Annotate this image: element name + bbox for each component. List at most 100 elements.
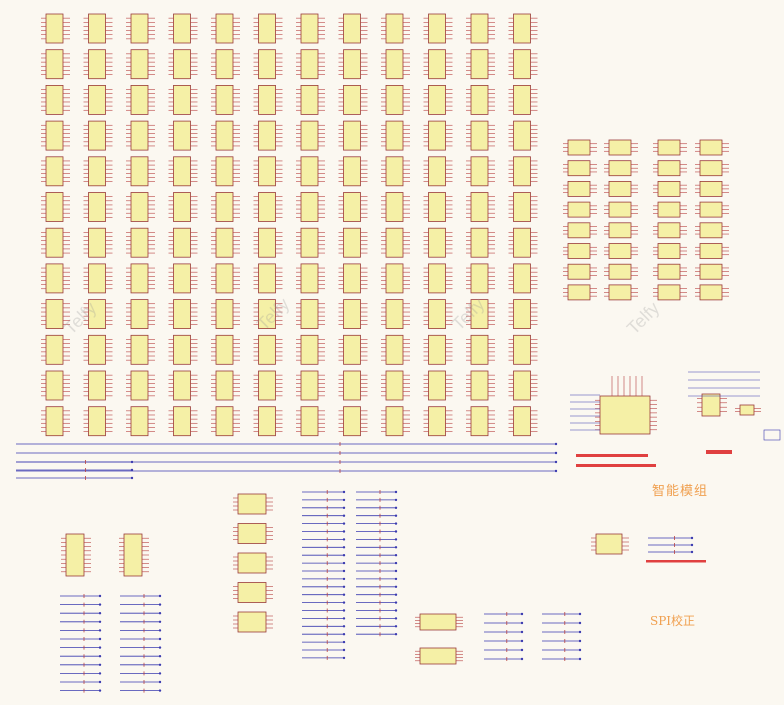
led-driver-chip bbox=[338, 299, 368, 330]
led-driver-chip bbox=[338, 227, 368, 258]
net-wire bbox=[356, 505, 398, 510]
net-wire bbox=[356, 608, 398, 613]
led-driver-chip bbox=[296, 85, 325, 115]
net-wire bbox=[542, 657, 582, 661]
led-driver-chip bbox=[168, 370, 198, 401]
led-driver-chip bbox=[296, 192, 325, 222]
net-wire bbox=[484, 639, 524, 643]
led-driver-chip bbox=[508, 299, 538, 330]
led-driver-chip bbox=[211, 299, 240, 330]
led-driver-chip bbox=[508, 227, 538, 258]
shift-register-chip bbox=[233, 552, 273, 574]
led-driver-chip bbox=[381, 13, 410, 44]
led-driver-chip bbox=[423, 299, 453, 330]
buffer-chip bbox=[604, 263, 638, 280]
led-driver-chip bbox=[126, 370, 155, 401]
net-wire bbox=[302, 553, 346, 558]
led-driver-chip bbox=[423, 406, 453, 437]
led-driver-chip bbox=[466, 406, 495, 437]
led-driver-chip bbox=[168, 13, 198, 44]
buffer-chip bbox=[563, 222, 597, 239]
buffer-chip bbox=[604, 284, 638, 301]
led-driver-chip bbox=[126, 49, 155, 80]
net-wire bbox=[302, 655, 346, 660]
driver-chip bbox=[415, 647, 463, 665]
net-wire bbox=[356, 592, 398, 597]
led-driver-chip bbox=[381, 263, 410, 294]
net-wire bbox=[302, 561, 346, 566]
net-wire bbox=[484, 612, 524, 616]
led-driver-chip bbox=[126, 192, 155, 222]
led-driver-chip bbox=[423, 192, 453, 222]
net-wire bbox=[120, 671, 162, 676]
led-driver-chip bbox=[41, 156, 70, 187]
led-driver-chip bbox=[211, 334, 240, 365]
led-driver-chip bbox=[126, 120, 155, 151]
led-driver-chip bbox=[296, 120, 325, 151]
led-driver-chip bbox=[508, 334, 538, 365]
led-driver-chip bbox=[168, 299, 198, 330]
mcu-chip bbox=[595, 395, 657, 435]
buffer-chip bbox=[653, 139, 687, 156]
bus-line bbox=[16, 460, 134, 464]
net-wire bbox=[120, 645, 162, 650]
net-wire bbox=[356, 553, 398, 558]
net-wire bbox=[120, 662, 162, 667]
net-wire bbox=[356, 576, 398, 581]
led-driver-chip bbox=[126, 13, 155, 44]
net-wire bbox=[302, 648, 346, 652]
led-driver-chip bbox=[41, 263, 70, 294]
led-driver-chip bbox=[466, 13, 495, 44]
buffer-chip bbox=[563, 160, 597, 177]
connector bbox=[735, 404, 761, 416]
net-wire bbox=[120, 619, 162, 624]
buffer-chip bbox=[695, 263, 729, 280]
led-driver-chip bbox=[83, 334, 113, 365]
net-wire bbox=[302, 529, 346, 534]
spi-chip bbox=[591, 533, 629, 555]
net-wire bbox=[542, 612, 582, 616]
led-driver-chip bbox=[296, 13, 325, 44]
led-driver-chip bbox=[211, 406, 240, 437]
buffer-chip bbox=[695, 201, 729, 218]
shift-register-chip bbox=[233, 582, 273, 603]
net-wire bbox=[356, 497, 398, 502]
buffer-chip bbox=[653, 222, 687, 239]
net-wire bbox=[120, 611, 162, 616]
led-driver-chip bbox=[296, 334, 325, 365]
bus-line bbox=[16, 451, 558, 455]
net-wire bbox=[356, 561, 398, 566]
spi-calibration-label: SPI校正 bbox=[650, 614, 696, 628]
buffer-chip bbox=[695, 139, 729, 156]
net-wire bbox=[356, 584, 398, 589]
led-driver-chip bbox=[423, 49, 453, 80]
net-wire bbox=[356, 490, 398, 494]
led-driver-chip bbox=[83, 299, 113, 330]
led-driver-chip bbox=[168, 156, 198, 187]
led-driver-chip bbox=[83, 370, 113, 401]
led-driver-chip bbox=[211, 370, 240, 401]
led-driver-chip bbox=[381, 192, 410, 222]
led-driver-chip bbox=[423, 227, 453, 258]
led-driver-chip bbox=[253, 85, 283, 115]
buffer-chip bbox=[695, 222, 729, 239]
net-wire bbox=[60, 637, 102, 641]
led-driver-chip bbox=[83, 227, 113, 258]
led-driver-chip bbox=[126, 406, 155, 437]
spi-wire bbox=[648, 543, 694, 547]
buffer-chip bbox=[604, 139, 638, 156]
led-driver-chip bbox=[41, 370, 70, 401]
led-driver-chip bbox=[83, 49, 113, 80]
led-driver-chip bbox=[381, 120, 410, 151]
led-driver-chip bbox=[83, 85, 113, 115]
net-wire bbox=[484, 648, 524, 652]
led-driver-chip bbox=[41, 227, 70, 258]
led-driver-chip bbox=[253, 299, 283, 330]
buffer-chip bbox=[653, 160, 687, 177]
led-driver-chip bbox=[381, 370, 410, 401]
led-driver-chip bbox=[508, 85, 538, 115]
net-wire bbox=[302, 545, 346, 550]
led-driver-chip bbox=[253, 263, 283, 294]
net-wire bbox=[60, 680, 102, 684]
net-wire bbox=[60, 619, 102, 624]
